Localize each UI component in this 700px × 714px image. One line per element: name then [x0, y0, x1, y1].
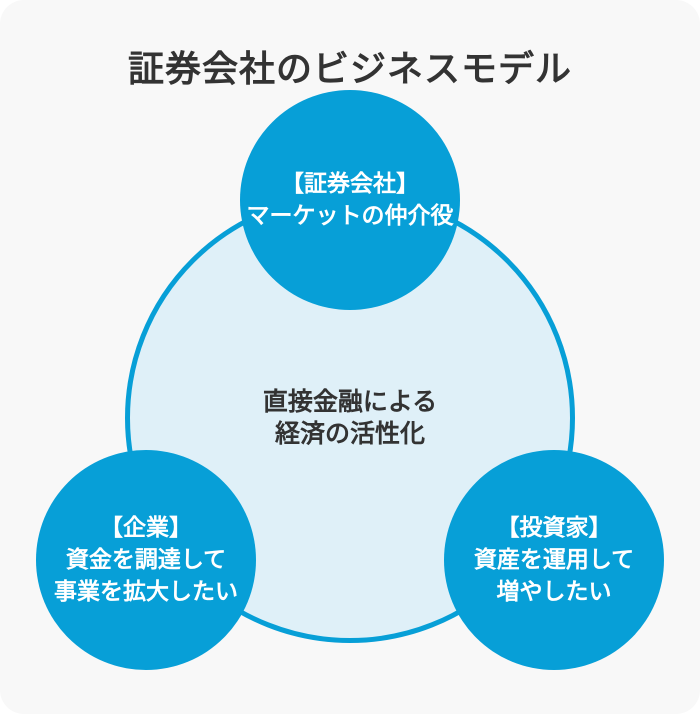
node-label-line: 増やしたい: [496, 577, 612, 604]
node-label-line: 【企業】: [100, 514, 192, 541]
node-label-line: 資産を運用して: [473, 546, 635, 573]
node-investor-label: 【投資家】 資産を運用して 増やしたい: [474, 512, 634, 607]
node-company-label: 【企業】 資金を調達して 事業を拡大したい: [54, 512, 238, 607]
center-label-line: 直接金融による: [262, 387, 438, 416]
node-label-line: 【証券会社】: [281, 170, 419, 197]
page-title: 証券会社のビジネスモデル: [127, 48, 572, 89]
node-securities-company-label: 【証券会社】 マーケットの仲介役: [247, 168, 454, 231]
node-company: 【企業】 資金を調達して 事業を拡大したい: [36, 450, 256, 670]
center-circle-label: 直接金融による 経済の活性化: [263, 386, 437, 451]
node-securities-company: 【証券会社】 マーケットの仲介役: [240, 90, 460, 310]
node-label-line: 資金を調達して: [65, 546, 227, 573]
node-label-line: 事業を拡大したい: [54, 577, 238, 604]
node-label-line: マーケットの仲介役: [246, 202, 454, 228]
center-label-line: 経済の活性化: [274, 420, 425, 448]
node-label-line: 【投資家】: [496, 514, 612, 541]
node-investor: 【投資家】 資産を運用して 増やしたい: [444, 450, 664, 670]
